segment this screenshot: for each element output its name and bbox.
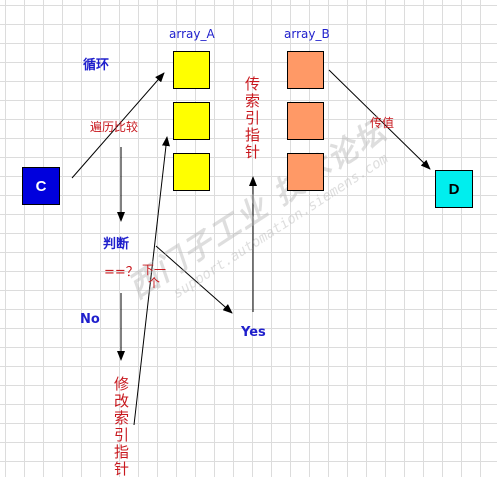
next-one-label: 下一个 [141,263,166,290]
arrow-next-to-yes [155,245,233,314]
arrow-array-b-to-d [328,69,431,170]
array-a-cell-2 [173,102,210,140]
array-b-cell-3 [287,153,324,191]
array-a-cell-1 [173,51,210,89]
pass-index-pointer-label: 传索引指针 [245,75,261,161]
pass-value-label: 传值 [370,116,395,130]
yes-label: Yes [241,325,266,340]
traverse-compare-label: 遍历比较 [90,120,139,134]
array-b-cell-1 [287,51,324,89]
modify-index-pointer-label: 修改索引指针 [114,375,130,478]
array-b-label: array_B [284,27,330,41]
array-a-cell-3 [173,153,210,191]
array-a-label: array_A [169,27,215,41]
array-b-cell-2 [287,102,324,140]
no-label: No [80,312,100,327]
loop-label: 循环 [83,58,110,73]
equal-check-label: ==？ [104,265,139,280]
arrow-c-to-array-a [71,72,165,179]
node-c: C [22,167,60,205]
judge-label: 判断 [103,237,130,252]
node-d: D [435,170,473,208]
arrow-modify-to-array-a [133,136,170,426]
